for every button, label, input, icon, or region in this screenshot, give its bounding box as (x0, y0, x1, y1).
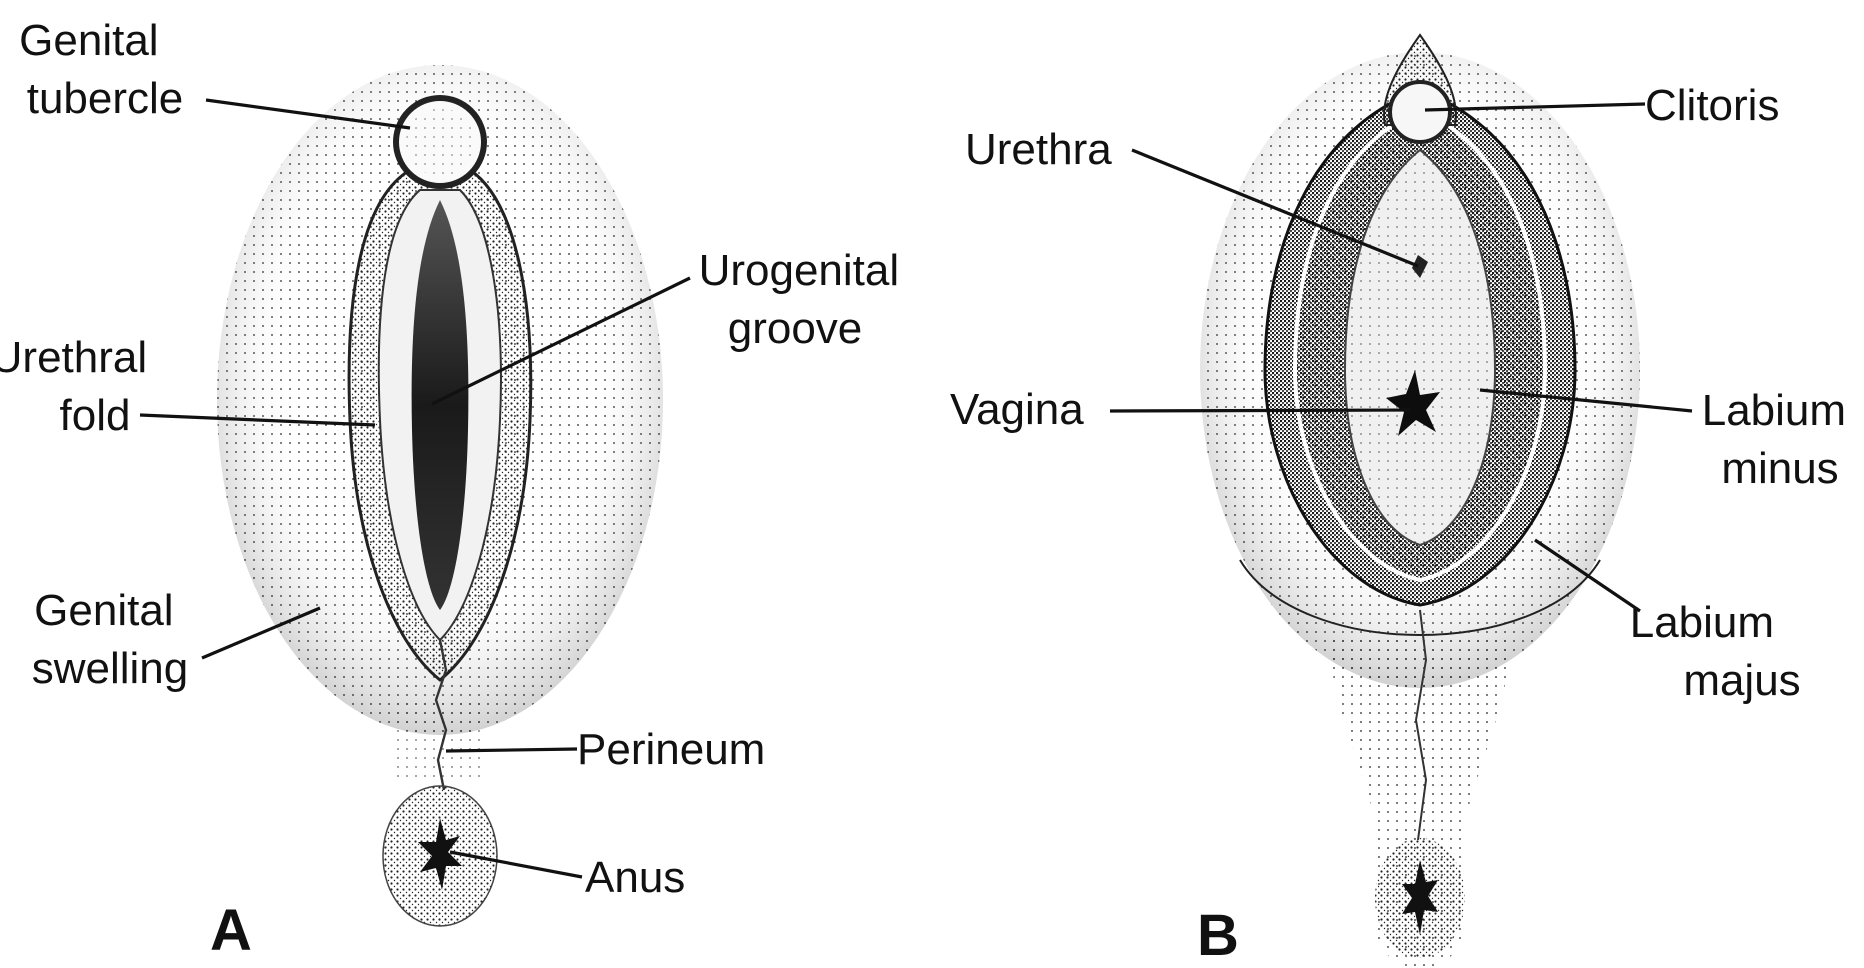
label-urethral-fold: Urethral fold (0, 333, 159, 440)
label-genital-tubercle-line1: Genital (19, 16, 158, 65)
label-urogenital-groove-line1: Urogenital (699, 246, 900, 295)
clitoris-shape (1390, 82, 1450, 142)
label-genital-swelling-line2: swelling (32, 644, 189, 693)
label-labium-minus-line2: minus (1721, 444, 1838, 493)
label-genital-tubercle-line2: tubercle (27, 74, 184, 123)
label-genital-tubercle: Genital tubercle (19, 16, 183, 123)
label-urethra: Urethra (965, 125, 1112, 174)
panel-letter-a: A (210, 898, 252, 963)
label-labium-majus: Labium majus (1630, 598, 1801, 705)
label-labium-minus: Labium minus (1702, 386, 1859, 493)
label-urogenital-groove: Urogenital groove (699, 246, 912, 353)
panel-b-illustration (1200, 35, 1640, 968)
label-genital-swelling-line1: Genital (34, 586, 173, 635)
label-urethral-fold-line1: Urethral (0, 333, 147, 382)
panel-letter-b: B (1197, 903, 1239, 968)
label-labium-majus-line1: Labium (1630, 598, 1774, 647)
label-anus: Anus (585, 853, 685, 902)
label-urogenital-groove-line2: groove (728, 304, 863, 353)
panel-a-illustration (217, 65, 663, 926)
label-perineum: Perineum (577, 725, 765, 774)
label-urethral-fold-line2: fold (60, 391, 131, 440)
label-labium-majus-line2: majus (1683, 656, 1800, 705)
label-labium-minus-line1: Labium (1702, 386, 1846, 435)
label-vagina: Vagina (950, 385, 1084, 434)
label-clitoris: Clitoris (1645, 81, 1779, 130)
label-genital-swelling: Genital swelling (32, 586, 189, 693)
